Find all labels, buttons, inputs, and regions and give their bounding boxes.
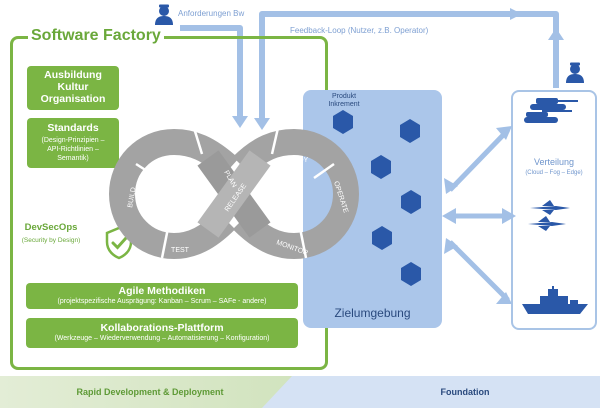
hexagon-2 <box>400 119 420 143</box>
verteilung-sub: (Cloud – Fog – Edge) <box>525 170 583 176</box>
loop-right-ring <box>232 128 360 260</box>
hexagon-3 <box>371 155 391 179</box>
devsecops-label: DevSecOps (Security by Design) <box>17 222 85 244</box>
devsecops-title: DevSecOps <box>24 222 78 233</box>
ship-icon <box>522 286 588 314</box>
hexagon-6 <box>401 262 421 286</box>
hexagon-4 <box>401 190 421 214</box>
shield-check-icon <box>105 226 133 260</box>
zielumgebung-label: Zielumgebung <box>334 306 411 320</box>
verteilung-title: Verteilung <box>533 157 575 167</box>
devsecops-sub: (Security by Design) <box>21 237 81 244</box>
box-ausbildung: Ausbildung Kultur Organisation <box>27 66 119 110</box>
box-ausbildung-line2: Kultur <box>57 81 89 93</box>
anforderungen-arrow <box>180 25 243 118</box>
box-platform-title: Kollaborations-Plattform <box>100 322 224 334</box>
user-operator-icon <box>566 62 584 83</box>
box-agile-title: Agile Methodiken <box>118 285 206 297</box>
box-platform-sub: (Werkzeuge – Wiederverwendung – Automati… <box>54 335 270 342</box>
tank-icon <box>524 98 578 123</box>
produkt-line2: Inkrement <box>328 101 360 108</box>
loop-label-test: TEST <box>171 247 190 254</box>
box-standards-sub3: Semantik) <box>57 155 89 162</box>
box-ausbildung-line3: Organisation <box>40 93 106 105</box>
box-agile-sub: (projektspezifische Ausprägung: Kanban –… <box>57 298 267 305</box>
box-agile: Agile Methodiken (projektspezifische Aus… <box>26 283 298 309</box>
box-standards-sub2: API-Richtlinien – <box>47 146 99 153</box>
anforderungen-label: Anforderungen Bw <box>178 9 245 18</box>
feedback-label: Feedback-Loop (Nutzer, z.B. Operator) <box>290 26 429 35</box>
box-standards: Standards (Design-Prinzipien – API-Richt… <box>27 118 119 168</box>
user-requirements-icon <box>155 4 173 25</box>
produkt-line1: Produkt <box>331 93 357 100</box>
loop-label-deploy: DEPLOY <box>280 157 309 164</box>
hexagon-5 <box>372 226 392 250</box>
feedback-arrow <box>259 11 559 120</box>
box-platform: Kollaborations-Plattform (Werkzeuge – Wi… <box>26 318 298 348</box>
box-standards-sub1: (Design-Prinzipien – <box>41 137 105 144</box>
loop-cross-band-2 <box>197 150 271 238</box>
loop-label-code: CODE <box>166 157 187 164</box>
arrow-lower <box>448 240 510 302</box>
box-ausbildung-line1: Ausbildung <box>44 69 102 81</box>
devops-loop: CODE BUILD TEST PLAN RELEASE DEPLOY OPER… <box>108 127 360 260</box>
produkt-inkrement-label: Produkt Inkrement <box>315 93 373 109</box>
verteilung-label: Verteilung (Cloud – Fog – Edge) <box>511 157 597 176</box>
arrow-upper <box>448 128 510 192</box>
footer-label-rapid: Rapid Development & Deployment <box>76 387 224 397</box>
jet-icon <box>528 200 570 231</box>
hexagon-1 <box>333 110 353 134</box>
factory-title: Software Factory <box>28 27 164 45</box>
footer-label-foundation: Foundation <box>440 387 490 397</box>
box-standards-title: Standards <box>47 122 99 134</box>
loop-label-build: BUILD <box>127 187 137 209</box>
loop-left-ring <box>108 128 239 260</box>
footer-band-foundation <box>262 376 600 408</box>
